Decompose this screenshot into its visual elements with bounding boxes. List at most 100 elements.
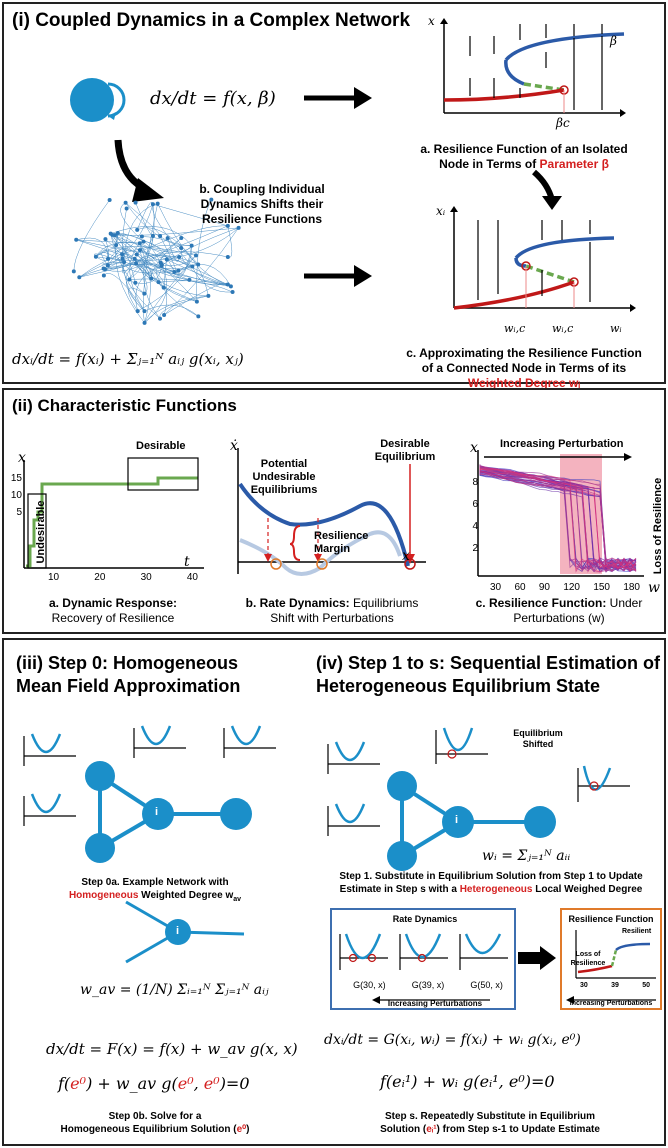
network-node (196, 314, 201, 319)
res-mini-plot (575, 930, 656, 979)
network-node (122, 260, 127, 265)
res-title: Resilience Function (568, 914, 654, 924)
network-node (162, 313, 167, 318)
network-edge (103, 204, 154, 269)
res-arrow (566, 996, 656, 1004)
network-node (165, 236, 170, 241)
network-node (158, 234, 163, 239)
network-node (189, 243, 194, 248)
network-node (71, 269, 76, 274)
example-network-homogeneous (23, 725, 276, 863)
network-edge (152, 204, 193, 267)
caption-c: c. Approximating the Resilience Function… (406, 346, 642, 390)
hetero-equation: dxᵢ/dt = G(xᵢ, wᵢ) = f(xᵢ) + wᵢ g(xᵢ, e⁰… (324, 1032, 581, 1048)
plot-c-tick2: wᵢ,c (552, 322, 574, 335)
network-edge (104, 237, 182, 272)
network-node (187, 277, 192, 282)
coupling-caption: b. Coupling Individual Dynamics Shifts t… (199, 182, 325, 226)
step0a-caption: Step 0a. Example Network with Homogeneou… (68, 877, 242, 903)
network-edge (125, 263, 145, 312)
a-caption: a. Dynamic Response:Recovery of Resilien… (48, 596, 178, 625)
network-edge (135, 265, 162, 312)
panel4-title: (iv) Step 1 to s: Sequential Estimation … (316, 653, 661, 696)
network-node (177, 254, 182, 259)
network-edge (144, 255, 197, 324)
network-node (133, 200, 138, 205)
plot-c-ylabel: xᵢ (436, 204, 446, 218)
network-node (225, 282, 230, 287)
isolated-equation: dx/dt = f(x, β) (150, 88, 276, 109)
network-node (137, 241, 142, 246)
network-edge (76, 239, 180, 258)
plot-a-xlabel: β (610, 34, 617, 48)
network-node (115, 230, 120, 235)
network-node (134, 261, 139, 266)
network-edge (117, 232, 198, 302)
network-node (158, 260, 163, 265)
network-node (193, 253, 198, 258)
network-node (141, 239, 146, 244)
arrow-curved-down (114, 139, 164, 202)
network-equation: dxᵢ/dt = f(xᵢ) + Σⱼ₌₁ᴺ aᵢⱼ g(xᵢ, xⱼ) (12, 350, 244, 368)
network-node (206, 293, 211, 298)
network-node (135, 227, 140, 232)
network-edge (103, 273, 145, 312)
resilience-trace (479, 471, 637, 573)
network-node (108, 231, 113, 236)
network-edge (110, 226, 192, 246)
a-ylabel: x (18, 450, 26, 466)
panel-coupled-dynamics: (i) Coupled Dynamics in a Complex Networ… (2, 2, 666, 390)
network-node (142, 291, 147, 296)
step1-caption: Step 1. Substitute in Equilibrium Soluti… (339, 871, 643, 895)
network-edge (192, 266, 233, 293)
network-edge (79, 264, 162, 278)
caption-a: a. Resilience Function of an Isolated No… (420, 142, 628, 171)
network-edge (76, 237, 109, 259)
network-node (93, 254, 98, 259)
resilience-box (560, 908, 662, 1010)
network-node (194, 299, 199, 304)
network-edge (114, 227, 239, 236)
node-i-label-star: i (176, 925, 180, 937)
network-node (101, 273, 106, 278)
network-edge (129, 243, 145, 312)
a-undesirable: Undesirable (35, 500, 47, 564)
c-perturb-arrow (484, 453, 632, 461)
rate-arrow (372, 996, 490, 1004)
network-node (209, 197, 214, 202)
network-edge (144, 265, 168, 324)
arrow-right-bottom (304, 265, 372, 287)
network-node (196, 262, 201, 267)
resilience-trace (479, 467, 637, 571)
network-node (132, 256, 137, 261)
network-edge (155, 267, 175, 288)
res-loss: Loss of Resilience (570, 951, 606, 967)
res-resilient: Resilient (622, 928, 652, 935)
network-edge (76, 239, 140, 244)
network-node (133, 280, 138, 285)
c-ylabel: x (470, 440, 478, 456)
resilience-trace (479, 467, 637, 573)
network-node (142, 309, 147, 314)
network-edge (163, 283, 229, 316)
network-edge (95, 242, 140, 257)
network-edge (134, 258, 231, 287)
rate-dynamics-plot (237, 448, 426, 576)
homog-equation: dx/dt = F(x) = f(x) + w_av g(x, x) (46, 1040, 298, 1058)
network-edge (163, 227, 239, 316)
a-desirable: Desirable (136, 440, 186, 452)
hetero-equilibrium: f(eᵢ¹) + wᵢ g(eᵢ¹, e⁰)=0 (380, 1072, 555, 1091)
plot-connected-resilience (450, 206, 636, 312)
network-edge (104, 225, 228, 270)
network-edge (102, 261, 125, 266)
network-node (102, 267, 107, 272)
network-node (225, 255, 230, 260)
rate-title: Rate Dynamics (392, 914, 458, 924)
network-node (77, 275, 82, 280)
network-node (225, 223, 230, 228)
b-desirable: Desirable Equilibrium (374, 438, 436, 463)
rate-labels: G(30, x)G(39, x)G(50, x) (353, 980, 503, 990)
network-node (150, 202, 155, 207)
